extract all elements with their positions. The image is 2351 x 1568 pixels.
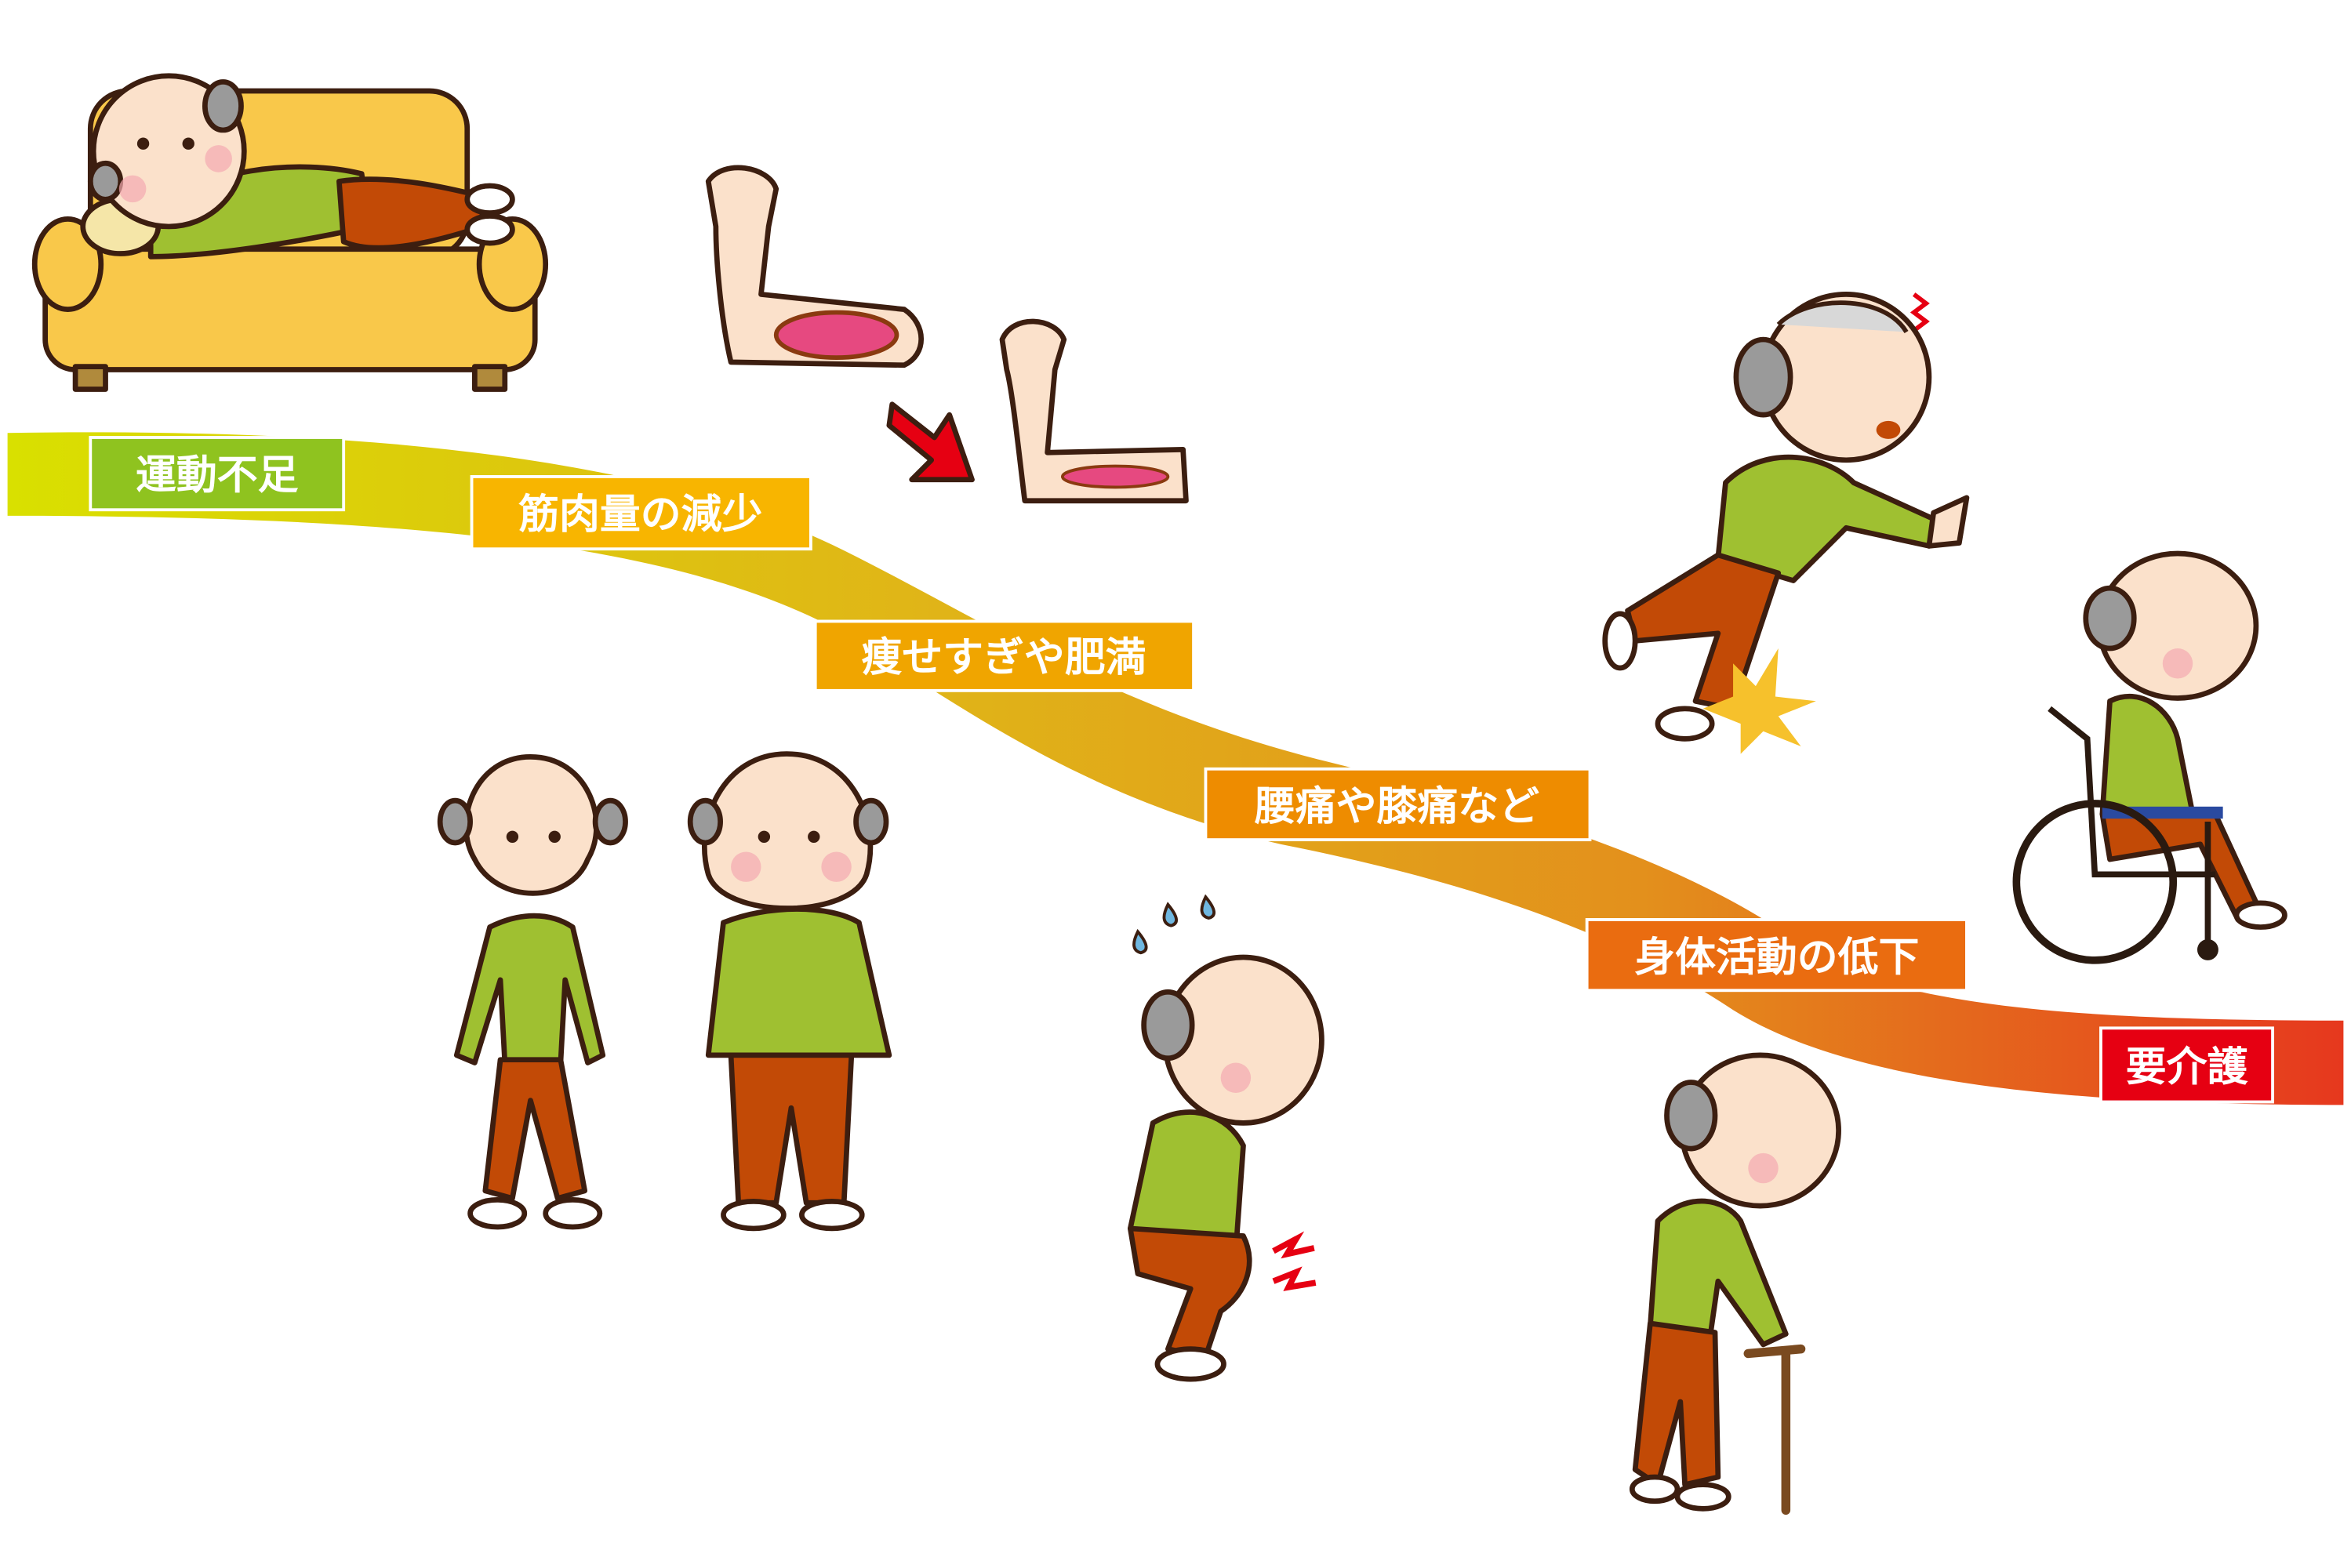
step-label: 痩せすぎや肥満 (861, 634, 1146, 681)
cane-icon (1743, 1344, 1806, 1515)
man-with-knee-pain-illustration (1127, 894, 1324, 1382)
step-activity-decline: 身体活動の低下 (1585, 918, 1968, 993)
weak-arm-illustration (999, 318, 1189, 504)
thin-man-illustration (437, 754, 628, 1230)
man-lying-on-sofa-illustration (31, 73, 549, 392)
step-label: 要介護 (2126, 1044, 2249, 1091)
overweight-man-illustration (687, 751, 892, 1232)
down-arrow-icon (886, 401, 975, 483)
step-unddo-busoku: 運動不足 (89, 436, 346, 512)
step-weight-issues: 痩せすぎや肥満 (813, 619, 1195, 692)
alarm-lines-icon (1910, 292, 1930, 332)
sweat-drops-icon (1132, 894, 1215, 955)
step-nursing-care: 要介護 (2099, 1026, 2274, 1104)
step-label: 運動不足 (136, 452, 299, 499)
man-in-wheelchair-illustration (2012, 550, 2287, 964)
man-with-cane-illustration (1629, 1052, 1841, 1515)
muscular-arm-illustration (705, 165, 924, 368)
step-back-knee-pain: 腰痛や膝痛など (1204, 767, 1592, 842)
step-label: 身体活動の低下 (1634, 934, 1919, 981)
step-label: 腰痛や膝痛など (1254, 783, 1539, 830)
step-label: 筋肉量の減少 (518, 491, 762, 538)
man-falling-illustration (1602, 292, 1970, 754)
wheel-icon (2012, 800, 2178, 964)
impact-burst-icon (1702, 648, 1816, 754)
step-muscle-loss: 筋肉量の減少 (470, 475, 812, 551)
pain-spark-icon (1272, 1231, 1317, 1291)
